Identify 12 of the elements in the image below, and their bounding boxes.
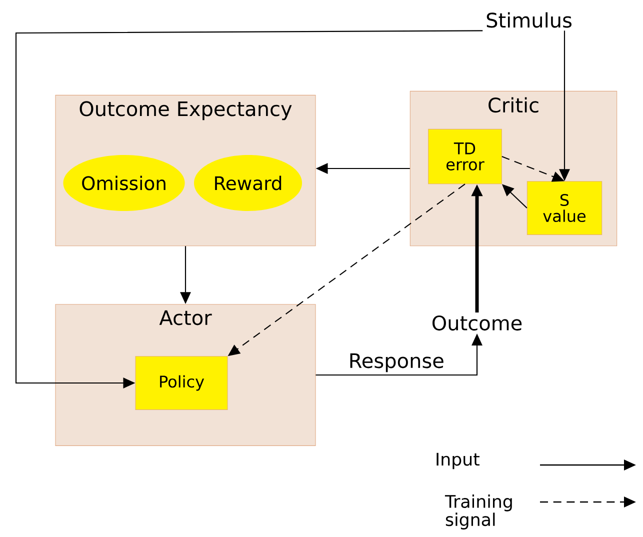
process-box: Policy xyxy=(135,356,228,410)
process-box: S value xyxy=(526,181,602,235)
node-label: Outcome xyxy=(432,315,522,331)
edge-label: Response xyxy=(347,352,446,374)
box-title: Critic xyxy=(488,97,538,113)
node-label: Stimulus xyxy=(486,12,572,28)
legend-label: Training signal xyxy=(444,494,512,530)
legend-label: Input xyxy=(436,452,480,470)
box-title: Actor xyxy=(159,310,212,326)
process-box: TD error xyxy=(428,128,502,184)
box-title: Outcome Expectancy xyxy=(80,101,292,120)
arrow xyxy=(15,30,483,388)
